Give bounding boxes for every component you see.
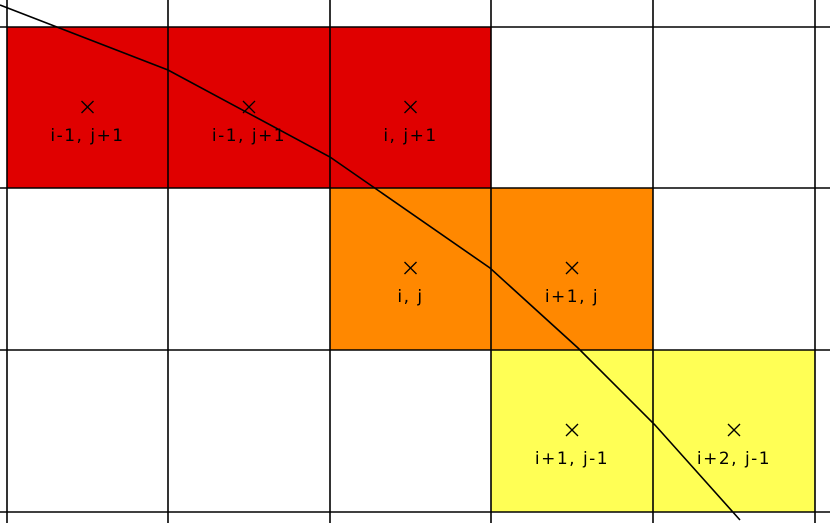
- cell-fill-yellow: [491, 350, 653, 512]
- cell-center-marker: [81, 100, 94, 114]
- cell-center-marker: [727, 423, 741, 437]
- cell-center-marker: [565, 261, 579, 275]
- cell-fills: [7, 27, 815, 512]
- cell-fill-orange: [491, 188, 653, 350]
- cell-fill-yellow: [653, 350, 815, 512]
- cell-index-label: i, j+1: [383, 126, 437, 146]
- cell-index-label: i+2, j-1: [697, 449, 771, 469]
- cell-center-marker: [404, 100, 417, 114]
- cell-center-marker: [565, 423, 579, 437]
- cell-center-marker: [404, 261, 417, 275]
- cell-index-label: i, j: [397, 287, 423, 307]
- cell-fill-orange: [330, 188, 491, 350]
- cell-index-label: i-1, j+1: [212, 126, 286, 146]
- interface-curve: [0, 4, 741, 521]
- cell-center-marker: [242, 100, 256, 114]
- cell-labels: i-1, j+1 i-1, j+1 i, j+1 i, j i+1, j i+1, j-1…: [50, 100, 771, 469]
- cell-index-label: i+1, j-1: [535, 449, 609, 469]
- cell-index-label: i-1, j+1: [50, 126, 124, 146]
- cell-index-label: i+1, j: [545, 287, 599, 307]
